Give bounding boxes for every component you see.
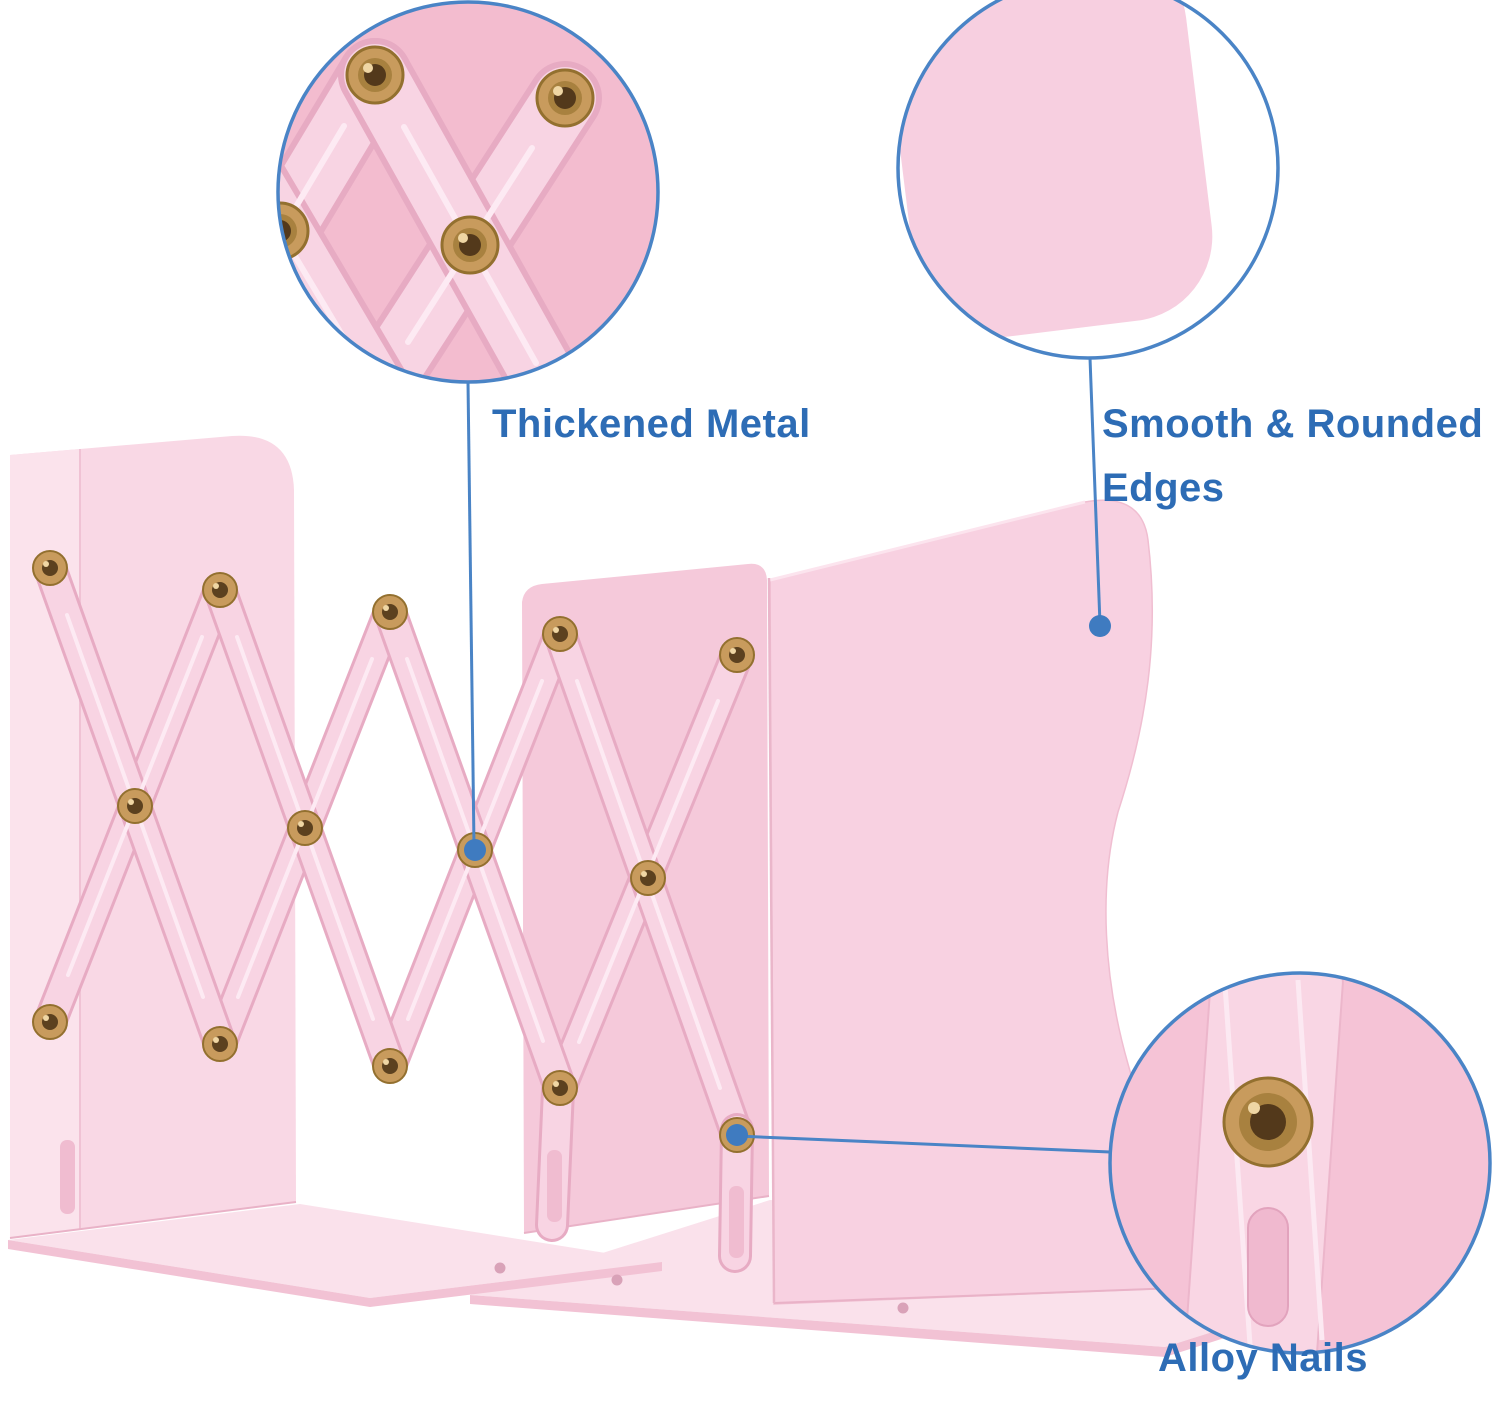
zoom-circle-thickened-metal [276, 0, 660, 384]
callout-label-thickened-metal: Thickened Metal [492, 402, 811, 446]
zoomed-rivets [278, 45, 595, 382]
zoomed-alloy-nail [1222, 1076, 1314, 1168]
mounting-slots [60, 1140, 744, 1258]
base-holes [494, 1262, 909, 1314]
callout-label-smooth-rounded-edges: Smooth & Rounded Edges [1102, 402, 1484, 510]
pointer-dot-smooth-edges [1089, 615, 1111, 637]
connector-line-alloy-nails [736, 1134, 1111, 1154]
pointer-dot-alloy-nails [726, 1124, 748, 1146]
left-base-plate [8, 1204, 662, 1307]
zoom-circle-alloy-nails [1108, 971, 1492, 1355]
bookend-product [8, 435, 1465, 1357]
callout-label-alloy-nails: Alloy Nails [1158, 1336, 1369, 1380]
connector-line-thickened-metal [466, 381, 476, 847]
connector-line-smooth-edges [1088, 357, 1102, 625]
pointer-dot-thickened-metal [464, 839, 486, 861]
zoom-circle-smooth-edges [896, 0, 1280, 360]
